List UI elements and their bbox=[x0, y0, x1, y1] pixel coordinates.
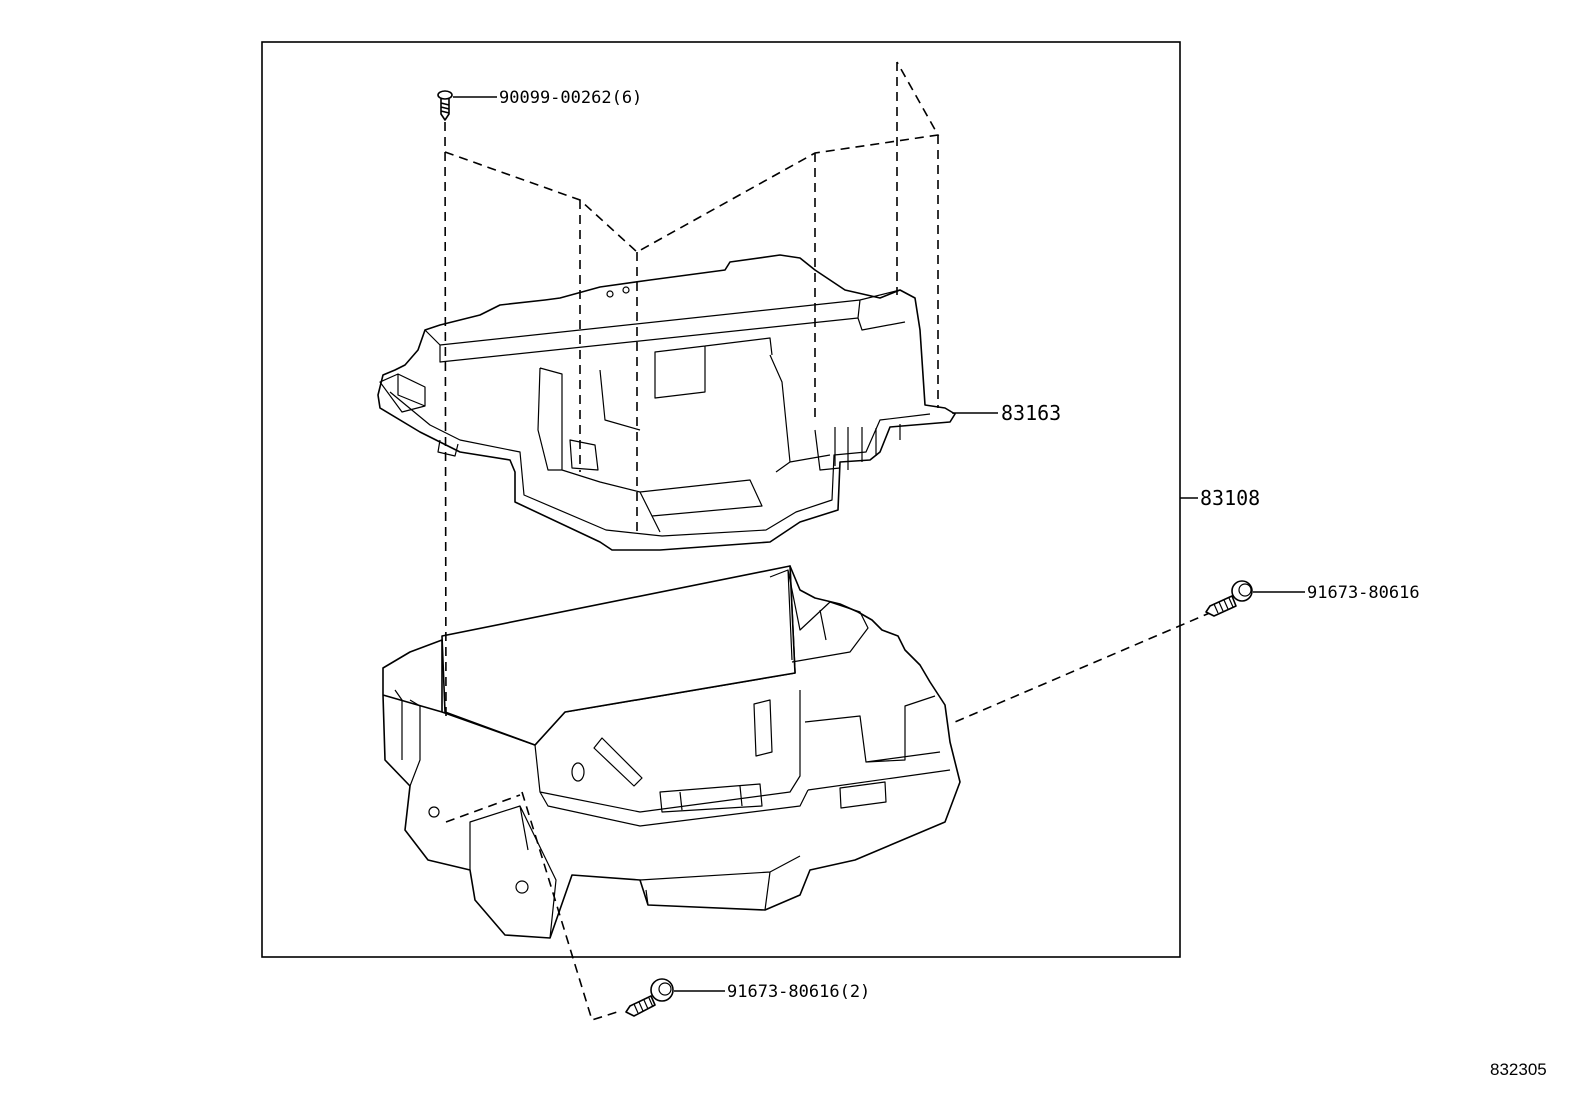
guide-line bbox=[444, 121, 447, 723]
bolt-head-face bbox=[1238, 583, 1252, 597]
bolt-thread bbox=[633, 997, 654, 1014]
housing-latch bbox=[659, 783, 763, 813]
housing-top-sheet bbox=[441, 565, 796, 746]
housing-front-rim bbox=[534, 690, 809, 827]
tray-outline bbox=[377, 254, 956, 551]
upper-tray-drawing bbox=[377, 254, 956, 551]
diagram-id: 832305 bbox=[1490, 1060, 1547, 1079]
tray-left-pocket bbox=[537, 367, 641, 493]
housing-bottom-tray bbox=[639, 855, 801, 911]
housing-front-slot bbox=[839, 781, 887, 809]
tray-legs bbox=[834, 424, 901, 470]
lower-housing-drawing bbox=[382, 565, 961, 939]
housing-vertical-tab bbox=[753, 699, 773, 757]
bolt-icon bbox=[1205, 580, 1253, 617]
assembly-frame bbox=[261, 41, 1181, 958]
tray-inner-rim bbox=[389, 391, 931, 537]
part-number-screw: 90099-00262(6) bbox=[499, 88, 642, 108]
guide-line bbox=[445, 794, 521, 823]
housing-diagonal-bar bbox=[593, 737, 643, 787]
assembly-guide-lines bbox=[444, 61, 1213, 1022]
guide-line bbox=[521, 791, 618, 1022]
tray-hole bbox=[622, 286, 630, 294]
housing-right-box bbox=[804, 695, 951, 791]
tray-left-flange bbox=[379, 373, 426, 413]
part-number-bolt-right: 91673-80616 bbox=[1307, 583, 1420, 603]
part-number-tray: 83163 bbox=[1001, 401, 1061, 425]
tray-right-wall bbox=[769, 354, 841, 473]
bolt-head bbox=[650, 978, 674, 1002]
screw-icon bbox=[437, 90, 453, 121]
guide-line bbox=[444, 61, 940, 253]
part-number-assembly: 83108 bbox=[1200, 486, 1260, 510]
tray-hole bbox=[606, 290, 614, 298]
bolt-thread bbox=[1213, 597, 1234, 614]
tray-front-lip bbox=[639, 479, 763, 533]
housing-left-wall bbox=[394, 689, 421, 787]
bolt-head-face bbox=[658, 982, 672, 996]
tray-center-channel bbox=[654, 337, 773, 399]
guide-line bbox=[954, 611, 1213, 723]
screw-shaft bbox=[440, 98, 450, 121]
tray-top-rail bbox=[424, 289, 906, 363]
bolt-icon bbox=[625, 978, 674, 1017]
bolt-head bbox=[1231, 580, 1253, 602]
housing-bracket bbox=[769, 569, 869, 663]
housing-boss bbox=[571, 762, 585, 782]
screw-head bbox=[437, 90, 453, 100]
housing-hole bbox=[515, 880, 529, 894]
housing-hole bbox=[428, 806, 440, 818]
part-number-bolt-bottom: 91673-80616(2) bbox=[727, 982, 870, 1002]
housing-left-leg bbox=[469, 805, 557, 939]
tray-tab bbox=[437, 439, 459, 457]
